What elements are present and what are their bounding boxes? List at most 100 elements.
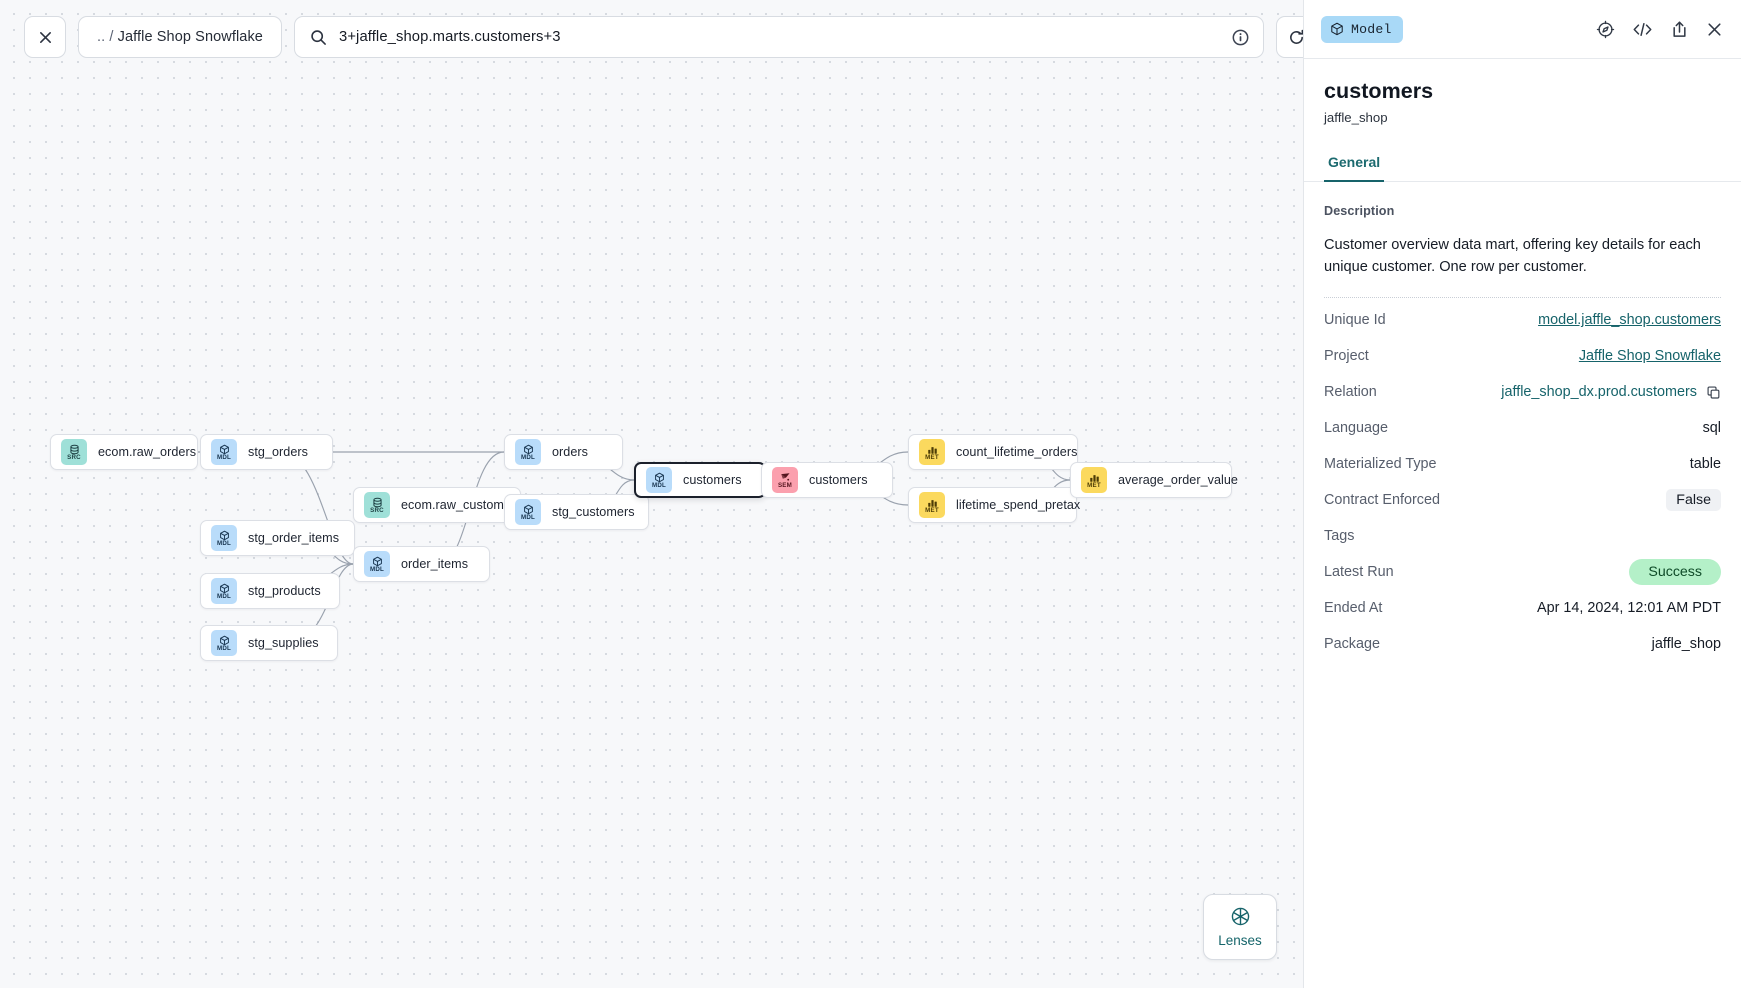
lineage-canvas[interactable]: .. / Jaffle Shop Snowflake [0,0,1303,988]
graph-node-count-lifetime-orders[interactable]: MET count_lifetime_orders [908,434,1078,470]
panel-body: Description Customer overview data mart,… [1304,182,1741,988]
detail-panel: Model [1303,0,1741,988]
graph-node-label: stg_products [248,584,321,598]
code-icon[interactable] [1632,20,1653,39]
breadcrumb[interactable]: .. / Jaffle Shop Snowflake [78,16,282,58]
field-value[interactable]: model.jaffle_shop.customers [1538,312,1721,329]
graph-node-label: customers [683,473,742,487]
compass-icon[interactable] [1596,20,1615,39]
field-value-wrap: sql [1703,420,1721,436]
cube-icon [1330,22,1344,36]
graph-node-customers[interactable]: SEM customers [761,462,893,498]
field-label: Ended At [1324,600,1383,617]
field-value-wrap: jaffle_shop_dx.prod.customers [1501,384,1721,400]
graph-node-ecom-raw-orders[interactable]: SRC ecom.raw_orders [50,434,198,470]
graph-node-order-items[interactable]: MDL order_items [353,546,490,582]
field-label: Package [1324,636,1381,653]
refresh-button[interactable] [1275,16,1303,58]
breadcrumb-prefix: .. / [97,29,114,45]
graph-node-orders[interactable]: MDL orders [504,434,623,470]
breadcrumb-project: Jaffle Shop Snowflake [117,29,263,45]
field-value: False [1666,489,1721,512]
graph-node-label: ecom.raw_orders [98,445,197,459]
search-box[interactable] [293,16,1264,58]
graph-node-label: average_order_value [1118,473,1238,487]
graph-node-label: customers [809,473,868,487]
field-value: jaffle_shop [1651,636,1721,653]
field-label: Latest Run [1324,564,1394,581]
graph-node-customers[interactable]: MDL customers [634,462,766,498]
graph-node-average-order-value[interactable]: MET average_order_value [1070,462,1238,498]
field-value: table [1689,456,1721,473]
panel-tabs: General [1304,148,1741,182]
graph-node-label: stg_customers [552,505,635,519]
met-badge-icon: MET [919,439,945,465]
mdl-badge-icon: MDL [211,439,237,465]
field-value-wrap: False [1666,489,1721,512]
refresh-icon [1290,29,1303,44]
graph-node-label: count_lifetime_orders [956,445,1078,459]
share-icon[interactable] [1670,20,1689,39]
description-heading: Description [1324,204,1395,218]
field-value[interactable]: jaffle_shop_dx.prod.customers [1501,384,1697,401]
search-input[interactable] [338,29,1232,45]
mdl-badge-icon: MDL [515,499,541,525]
node-type-label: Model [1351,21,1392,37]
field-latest-run: Latest Run Success [1324,554,1721,590]
graph-node-stg-products[interactable]: MDL stg_products [200,573,340,609]
panel-title-wrap: customers jaffle_shop [1304,59,1741,125]
canvas-toolbar: .. / Jaffle Shop Snowflake [24,16,1303,58]
field-contract-enforced: Contract Enforced False [1324,482,1721,518]
field-label: Project [1324,348,1369,365]
info-icon[interactable] [1232,29,1249,46]
field-value: Apr 14, 2024, 12:01 AM PDT [1537,600,1721,617]
graph-node-stg-order-items[interactable]: MDL stg_order_items [200,520,355,556]
field-value: sql [1702,420,1721,437]
graph-node-stg-customers[interactable]: MDL stg_customers [504,494,649,530]
graph-node-label: orders [552,445,588,459]
src-badge-icon: SRC [61,439,87,465]
field-value-wrap: model.jaffle_shop.customers [1538,312,1721,328]
graph-node-label: stg_orders [248,445,309,459]
field-project: Project Jaffle Shop Snowflake [1324,338,1721,374]
field-relation: Relation jaffle_shop_dx.prod.customers [1324,374,1721,410]
graph-node-label: stg_order_items [248,531,340,545]
field-value-wrap: Jaffle Shop Snowflake [1579,348,1721,364]
field-label: Contract Enforced [1324,492,1440,509]
mdl-badge-icon: MDL [646,467,672,493]
mdl-badge-icon: MDL [515,439,541,465]
mdl-badge-icon: MDL [211,525,237,551]
met-badge-icon: MET [1081,467,1107,493]
mdl-badge-icon: MDL [211,578,237,604]
description-text: Customer overview data mart, offering ke… [1324,237,1701,276]
lenses-button[interactable]: Lenses [1203,894,1277,960]
mdl-badge-icon: MDL [211,630,237,656]
tab-general[interactable]: General [1324,148,1385,182]
search-icon [310,29,327,46]
panel-actions [1596,20,1723,39]
close-icon [39,31,51,43]
close-icon[interactable] [1706,21,1723,38]
field-value-wrap: Success [1629,559,1721,586]
aperture-icon [1230,906,1251,927]
mdl-badge-icon: MDL [364,551,390,577]
field-value[interactable]: Jaffle Shop Snowflake [1578,348,1721,365]
met-badge-icon: MET [919,492,945,518]
field-value-wrap: table [1690,456,1721,472]
node-type-chip[interactable]: Model [1321,15,1403,43]
status-badge: Success [1629,559,1721,586]
close-graph-button[interactable] [24,16,66,58]
graph-node-label: order_items [401,557,469,571]
field-label: Relation [1324,384,1377,401]
field-tags: Tags [1324,518,1721,554]
graph-node-stg-orders[interactable]: MDL stg_orders [200,434,333,470]
copy-icon[interactable] [1706,385,1721,400]
sem-badge-icon: SEM [772,467,798,493]
divider [1324,297,1721,299]
field-label: Tags [1324,528,1355,545]
